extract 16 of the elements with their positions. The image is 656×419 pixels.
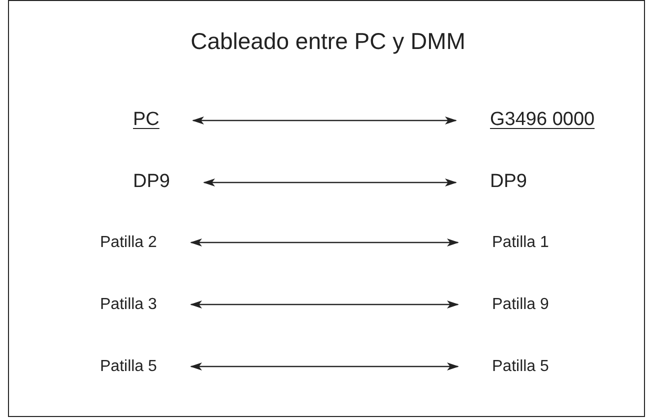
double-arrow: [190, 362, 459, 370]
connector-label: Patilla 5: [100, 357, 157, 377]
connector-label: Patilla 9: [492, 295, 549, 315]
connector-label: DP9: [490, 170, 527, 194]
connector-label: PC: [133, 108, 160, 132]
double-arrow: [192, 116, 457, 124]
double-arrow: [190, 300, 459, 308]
connector-label: DP9: [133, 170, 170, 194]
double-arrow: [203, 178, 457, 186]
connector-label: Patilla 5: [492, 357, 549, 377]
connector-label: Patilla 1: [492, 233, 549, 253]
connector-label: Patilla 2: [100, 233, 157, 253]
diagram-title: Cableado entre PC y DMM: [190, 28, 466, 55]
double-arrow: [190, 238, 459, 246]
connector-label: G3496 0000: [490, 108, 595, 132]
connector-label: Patilla 3: [100, 295, 157, 315]
